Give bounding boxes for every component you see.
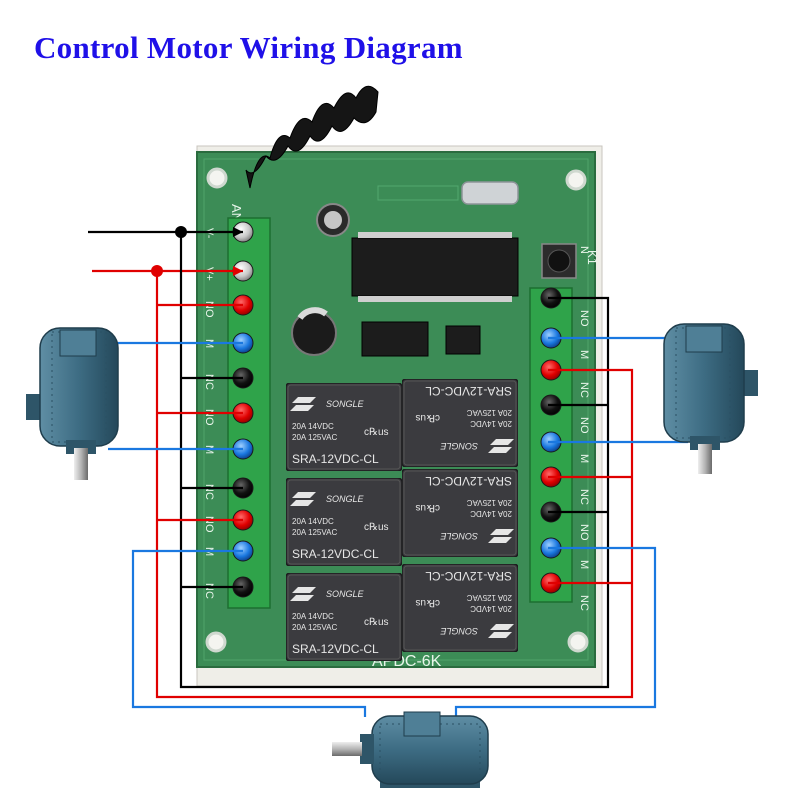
right-motor-fins: [675, 327, 731, 439]
left-motor-base: [26, 394, 42, 420]
left-terminal-label-3: NO: [203, 301, 215, 318]
relay-rating-2: 20A 125VAC: [467, 408, 512, 417]
right-motor-shaft: [698, 444, 712, 474]
crystal: [461, 181, 519, 205]
right-terminal-label-4: NC: [578, 382, 590, 398]
mounting-hole-bl: [205, 631, 227, 653]
bottom-motor-end-cap: [360, 734, 374, 764]
relay-model: SRA-12VDC-CL: [425, 474, 512, 488]
bottom-motor-shaft: [332, 742, 362, 756]
relay-5: SONGLE 20A 14VDC 20A 125VAC c℞us SRA-12V…: [402, 469, 518, 557]
relay-4: SONGLE 20A 14VDC 20A 125VAC c℞us SRA-12V…: [402, 379, 518, 467]
left-terminal-label-5: NC: [203, 374, 215, 390]
relay-brand: SONGLE: [439, 441, 478, 451]
capacitor-small-top: [324, 211, 342, 229]
relay-model: SRA-12VDC-CL: [292, 452, 379, 466]
relay-rating-1: 20A 14VDC: [292, 517, 334, 526]
relay-brand: SONGLE: [439, 531, 478, 541]
relay-2: SONGLE 20A 14VDC 20A 125VAC c℞us SRA-12V…: [286, 478, 402, 566]
mounting-hole-tr: [565, 169, 587, 191]
left-motor-fins: [51, 331, 107, 443]
decoder-ic: [351, 237, 519, 297]
right-motor-end-cap: [690, 436, 720, 450]
right-terminal-label-6: M: [578, 454, 590, 463]
relay-cert: c℞us: [415, 502, 440, 513]
wiring: [88, 226, 688, 717]
relay-cert: c℞us: [415, 412, 440, 423]
right-motor-base: [742, 370, 758, 396]
relay-model: SRA-12VDC-CL: [425, 569, 512, 583]
left-terminal-label-6: NO: [203, 409, 215, 426]
right-terminal-label-7: NC: [578, 489, 590, 505]
relay-rating-2: 20A 125VAC: [467, 498, 512, 507]
relay-cert: c℞us: [364, 427, 389, 438]
right-terminal-label-2: NO: [578, 310, 590, 327]
relay-6: SONGLE 20A 14VDC 20A 125VAC c℞us SRA-12V…: [402, 564, 518, 652]
relay-rating-1: 20A 14VDC: [470, 419, 512, 428]
relay-brand: SONGLE: [326, 589, 365, 599]
relay-model: SRA-12VDC-CL: [292, 642, 379, 656]
blue-wire-bottom-motor-left: [131, 549, 367, 717]
relay-rating-1: 20A 14VDC: [470, 509, 512, 518]
red-bus-left: [155, 271, 634, 699]
relay-rating-2: 20A 125VAC: [292, 433, 337, 442]
left-motor: [26, 327, 119, 480]
mounting-hole-br: [567, 631, 589, 653]
relay-rating-1: 20A 14VDC: [470, 604, 512, 613]
right-terminal-label-10: NC: [578, 595, 590, 611]
relay-cert: c℞us: [364, 522, 389, 533]
relay-cert: c℞us: [415, 597, 440, 608]
left-motor-end-cap: [66, 440, 96, 454]
relay-rating-1: 20A 14VDC: [292, 422, 334, 431]
bottom-motor: [332, 711, 489, 788]
relay-model: SRA-12VDC-CL: [425, 384, 512, 398]
mounting-hole-tl: [206, 167, 228, 189]
left-terminal-label-9: NO: [203, 516, 215, 533]
right-motor-junction-box: [685, 325, 723, 353]
left-terminal-label-2: V+: [203, 267, 215, 281]
right-terminal-label-8: NO: [578, 524, 590, 541]
push-button: [547, 249, 571, 273]
relay-brand: SONGLE: [326, 399, 365, 409]
arrow-head-black: [233, 227, 243, 237]
left-terminal-label-11: NC: [203, 583, 215, 599]
driver-ic-1: [361, 321, 429, 357]
bottom-motor-junction-box: [403, 711, 441, 737]
left-terminal-label-1: V-: [203, 228, 215, 239]
ic-pins-bottom: [358, 296, 512, 302]
blue-wire-bottom-motor-right: [454, 546, 657, 717]
relay-cert: c℞us: [364, 617, 389, 628]
relay-brand: SONGLE: [439, 626, 478, 636]
right-motor: [663, 323, 758, 474]
relay-rating-2: 20A 125VAC: [292, 623, 337, 632]
rf-module-traces: [377, 185, 459, 201]
capacitor-large-highlight: [297, 307, 328, 320]
k1-label: K1: [585, 250, 599, 265]
relay-brand: SONGLE: [326, 494, 365, 504]
relay-rating-2: 20A 125VAC: [467, 593, 512, 602]
relay-rating-2: 20A 125VAC: [292, 528, 337, 537]
right-terminal-label-1: N: [578, 246, 590, 254]
relay-model: SRA-12VDC-CL: [292, 547, 379, 561]
driver-ic-2: [445, 325, 481, 355]
left-terminal-label-8: NC: [203, 484, 215, 500]
black-bus-left: [179, 232, 610, 689]
relay-bank: SONGLE 20A 14VDC 20A 125VAC c℞us SRA-12V…: [286, 379, 518, 661]
relay-3: SONGLE 20A 14VDC 20A 125VAC c℞us SRA-12V…: [286, 573, 402, 661]
arrow-head-red: [233, 266, 243, 276]
right-terminal-label-3: M: [578, 350, 590, 359]
relay-rating-1: 20A 14VDC: [292, 612, 334, 621]
left-motor-junction-box: [59, 329, 97, 357]
capacitor-large: [291, 310, 337, 356]
right-terminal-labels: N NO M NC NO M NC NO M NC: [578, 246, 590, 611]
antenna-coil: [245, 85, 379, 189]
right-terminal-label-5: NO: [578, 417, 590, 434]
diagram-title: Control Motor Wiring Diagram: [34, 30, 463, 65]
ic-pins-top: [358, 232, 512, 238]
relay-1: SONGLE 20A 14VDC 20A 125VAC c℞us SRA-12V…: [286, 383, 402, 471]
right-terminal-label-9: M: [578, 560, 590, 569]
left-motor-shaft: [74, 448, 88, 480]
